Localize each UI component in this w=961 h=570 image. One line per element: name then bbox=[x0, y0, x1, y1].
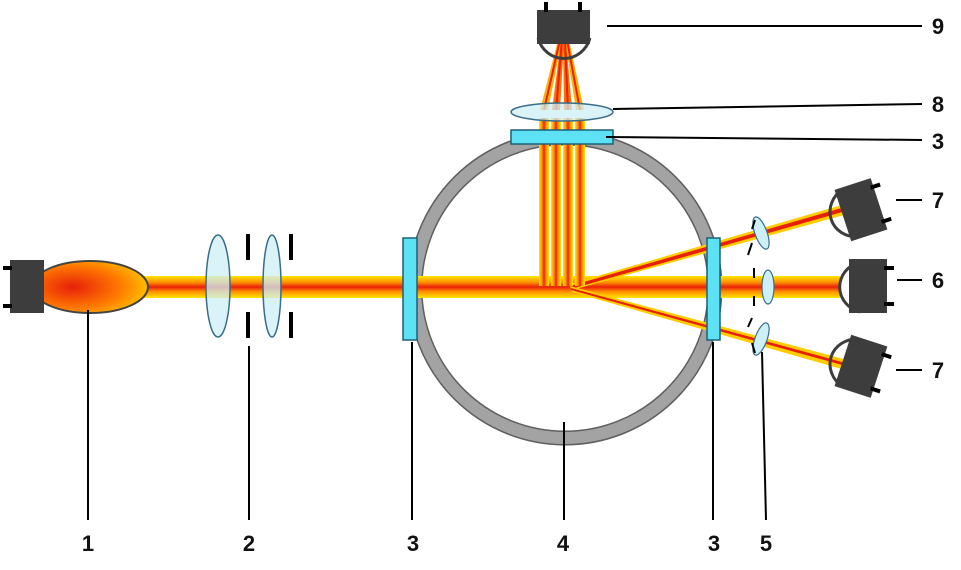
number-labels: 1 2 3 4 3 5 6 7 7 8 3 9 bbox=[82, 14, 944, 556]
label-source: 1 bbox=[82, 531, 94, 556]
label-detector-upper: 7 bbox=[932, 188, 944, 213]
vertical-beams bbox=[539, 39, 585, 286]
label-exit-optics: 5 bbox=[760, 531, 772, 556]
label-chamber: 4 bbox=[557, 531, 570, 556]
detector-icon bbox=[828, 337, 859, 388]
window-icon bbox=[402, 237, 418, 341]
leader-lines bbox=[87, 25, 923, 521]
aperture-icon bbox=[751, 219, 756, 230]
detector-scatter-lower bbox=[828, 334, 892, 398]
lens-icon bbox=[752, 322, 770, 356]
window-icon bbox=[510, 129, 614, 145]
label-detector-top: 9 bbox=[932, 14, 944, 39]
label-window-entrance: 3 bbox=[407, 531, 419, 556]
label-collection-lens: 8 bbox=[932, 92, 944, 117]
source-icon bbox=[31, 260, 149, 314]
label-detector-lower: 7 bbox=[932, 358, 944, 383]
main-beam bbox=[140, 276, 840, 298]
laser-source bbox=[3, 260, 149, 314]
lens-icon bbox=[205, 234, 231, 338]
window-icon bbox=[706, 237, 721, 341]
aperture-icon bbox=[747, 317, 753, 328]
aperture-icon bbox=[751, 342, 756, 354]
label-focusing-optics: 2 bbox=[243, 531, 255, 556]
detector-icon bbox=[828, 188, 859, 239]
lens-icon bbox=[752, 216, 770, 250]
lens-icon bbox=[510, 102, 614, 122]
detector-transmission bbox=[838, 259, 894, 314]
detector-top bbox=[536, 2, 592, 60]
source-housing bbox=[10, 260, 44, 313]
label-window-top: 3 bbox=[932, 129, 944, 154]
aperture-icon bbox=[747, 242, 753, 256]
detector-icon bbox=[536, 37, 592, 60]
detector-scatter-upper bbox=[828, 178, 892, 242]
focusing-optics bbox=[205, 234, 293, 338]
windows bbox=[402, 129, 721, 341]
label-window-exit: 3 bbox=[708, 531, 720, 556]
lens-icon bbox=[262, 234, 282, 338]
exit-optics bbox=[747, 216, 775, 356]
lens-icon bbox=[761, 269, 775, 305]
label-detector-transmission: 6 bbox=[932, 268, 944, 293]
